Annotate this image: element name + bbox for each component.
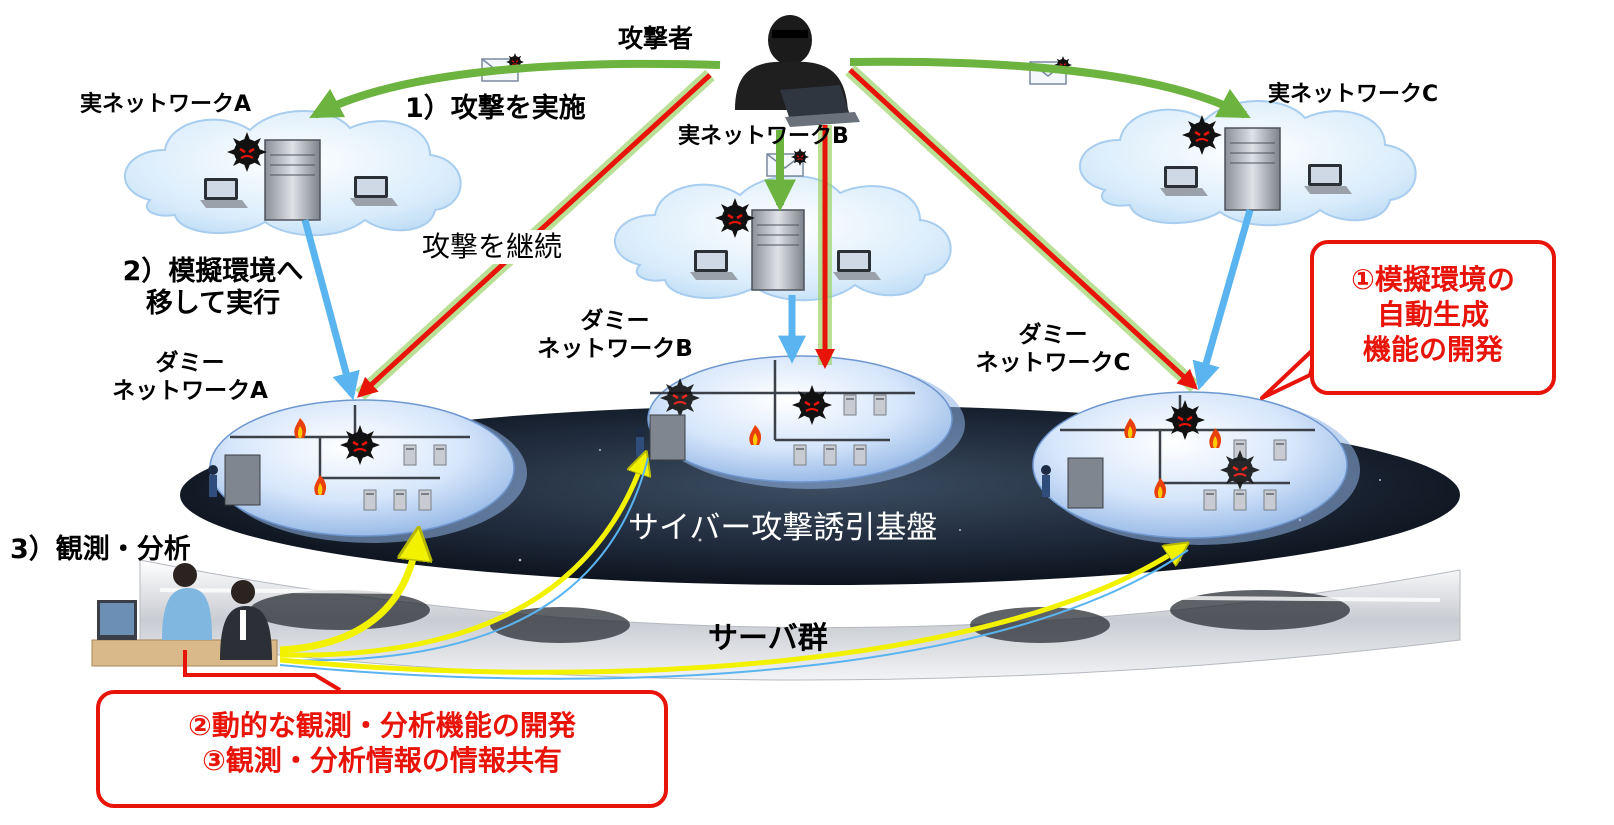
attack-continue-arrow-c: [845, 64, 1200, 393]
dummy-network-a: [208, 399, 527, 543]
dummy-network-b: [635, 355, 965, 489]
dummy-c-line1: ダミー: [1018, 322, 1088, 348]
continue-attack-label: 攻撃を継続: [418, 230, 567, 264]
dev1-line1: ①模擬環境の: [1351, 263, 1515, 296]
real-network-c-label: 実ネットワークC: [1268, 82, 1439, 107]
dummy-network-a-label: ダミー ネットワークA: [80, 350, 300, 405]
step2-line2: 移して実行: [145, 288, 281, 320]
dev1-line3: 機能の開発: [1362, 333, 1503, 366]
observe-arrow-c: [279, 545, 1188, 680]
dev1-callout: ①模擬環境の 自動生成 機能の開発: [1310, 240, 1556, 395]
callout-pointer-bottom: [183, 650, 342, 692]
server-group-band: [139, 559, 1461, 681]
attacker-figure: [735, 15, 860, 127]
real-network-a-label: 実ネットワークA: [80, 92, 252, 117]
dev1-line2: 自動生成: [1376, 298, 1489, 331]
real-network-a-cloud: [123, 110, 462, 237]
dev2-line: ②動的な観測・分析機能の開発: [188, 709, 576, 742]
platform-label: サイバー攻撃誘引基盤: [628, 510, 938, 546]
dev3-line: ③観測・分析情報の情報共有: [202, 744, 562, 777]
step1-label: 1）攻撃を実施: [405, 93, 586, 124]
dummy-network-c: [1032, 391, 1360, 545]
analysts-figure: [91, 563, 278, 667]
dummy-a-line2: ネットワークA: [112, 377, 268, 404]
server-group-label: サーバ群: [708, 621, 828, 656]
real-network-c-cloud: [1078, 100, 1417, 227]
dummy-c-line2: ネットワークC: [975, 349, 1131, 376]
dummy-b-line2: ネットワークB: [537, 335, 693, 362]
dummy-b-line1: ダミー: [580, 308, 650, 334]
observe-arrow-a: [279, 533, 418, 654]
observe-arrow-b: [279, 455, 648, 662]
step3-label: 3）観測・分析: [10, 534, 191, 565]
dummy-network-b-label: ダミー ネットワークB: [505, 308, 725, 363]
dummy-a-line1: ダミー: [155, 350, 225, 376]
real-network-b-cloud: [613, 175, 952, 302]
transfer-arrow-c: [1192, 209, 1254, 391]
transfer-arrow-a: [301, 219, 360, 401]
mail-icon-b: [766, 147, 810, 177]
mail-arrow-to-real-c: [849, 57, 1251, 119]
mail-arrow-to-real-a: [309, 59, 721, 119]
step2-line1: 2）模擬環境へ: [122, 256, 304, 287]
dev2-dev3-callout: ②動的な観測・分析機能の開発 ③観測・分析情報の情報共有: [96, 690, 668, 808]
attacker-label: 攻撃者: [618, 24, 694, 53]
dummy-network-c-label: ダミー ネットワークC: [938, 322, 1168, 377]
step2-label: 2）模擬環境へ 移して実行: [78, 256, 348, 321]
real-network-b-label: 実ネットワークB: [678, 124, 849, 149]
